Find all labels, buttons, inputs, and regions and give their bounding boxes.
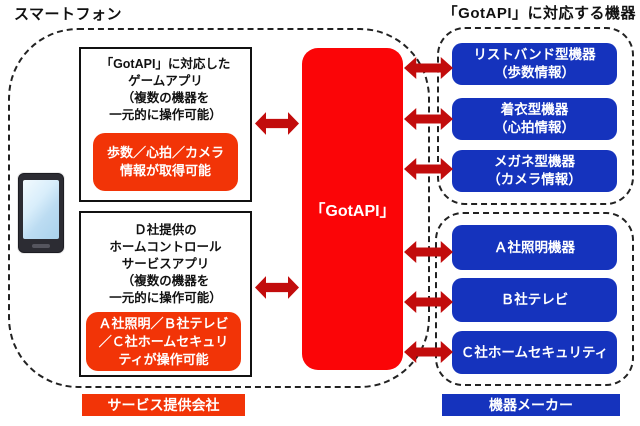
text-line: 「GotAPI」に対応した bbox=[100, 57, 231, 71]
text-line: Ａ社照明機器 bbox=[494, 239, 575, 255]
home-control-capability-badge: Ａ社照明／Ｂ社テレビ ／Ｃ社ホームセキュリ ティが操作可能 bbox=[86, 312, 241, 371]
smartphone-screen bbox=[23, 180, 59, 239]
device-box-glasses: メガネ型機器 （カメラ情報） bbox=[452, 150, 617, 192]
compatible-devices-section-title: 「GotAPI」に対応する機器 bbox=[442, 5, 636, 22]
text-line: リストバンド型機器 bbox=[473, 47, 596, 62]
gotapi-box: 「GotAPI」 bbox=[302, 48, 403, 370]
double-headed-arrow-icon bbox=[404, 106, 453, 132]
double-headed-arrow-icon bbox=[255, 274, 299, 301]
text-line: メガネ型機器 bbox=[494, 154, 575, 169]
text-line: サービスアプリ bbox=[121, 257, 210, 271]
device-maker-label: 機器メーカー bbox=[442, 394, 620, 416]
text-line: ホームコントロール bbox=[109, 240, 222, 254]
smartphone-home-button bbox=[32, 244, 50, 248]
game-app-box: 「GotAPI」に対応した ゲームアプリ （複数の機器を 一元的に操作可能） 歩… bbox=[79, 47, 252, 202]
text-line: （複数の機器を bbox=[121, 274, 210, 288]
double-headed-arrow-icon bbox=[255, 110, 299, 137]
gotapi-label: 「GotAPI」 bbox=[309, 203, 396, 220]
double-headed-arrow-icon bbox=[404, 339, 453, 365]
device-box-wristband: リストバンド型機器 （歩数情報） bbox=[452, 43, 617, 85]
double-headed-arrow-icon bbox=[404, 55, 453, 81]
text-line: 情報が取得可能 bbox=[119, 163, 211, 178]
text-line: Ｂ社テレビ bbox=[500, 292, 569, 307]
double-headed-arrow-icon bbox=[404, 239, 453, 265]
device-box-home-security: Ｃ社ホームセキュリティ bbox=[452, 331, 617, 374]
device-box-tv: Ｂ社テレビ bbox=[452, 278, 617, 322]
game-app-capability-badge: 歩数／心拍／カメラ 情報が取得可能 bbox=[93, 133, 238, 191]
text-line: 一元的に操作可能） bbox=[109, 108, 222, 122]
text-line: 着衣型機器 bbox=[500, 102, 569, 117]
text-line: Ｄ社提供の bbox=[134, 223, 197, 237]
smartphone-icon bbox=[18, 173, 64, 253]
text-line: Ａ社照明／Ｂ社テレビ bbox=[98, 315, 229, 331]
double-headed-arrow-icon bbox=[404, 289, 453, 315]
text-line: 歩数／心拍／カメラ bbox=[106, 145, 224, 160]
smartphone-group-outline bbox=[8, 28, 430, 388]
service-provider-label: サービス提供会社 bbox=[82, 394, 245, 416]
device-box-clothing: 着衣型機器 （心拍情報） bbox=[452, 98, 617, 140]
text-line: （カメラ情報） bbox=[487, 172, 582, 187]
text-line: ティが操作可能 bbox=[118, 351, 209, 367]
home-control-app-box: Ｄ社提供の ホームコントロール サービスアプリ （複数の機器を 一元的に操作可能… bbox=[79, 211, 252, 377]
text-line: ／Ｃ社ホームセキュリ bbox=[98, 333, 229, 349]
smartphone-section-title: スマートフォン bbox=[14, 6, 123, 23]
text-line: （心拍情報） bbox=[494, 120, 575, 135]
text-line: ゲームアプリ bbox=[128, 74, 203, 88]
device-box-lighting: Ａ社照明機器 bbox=[452, 225, 617, 270]
double-headed-arrow-icon bbox=[404, 156, 453, 182]
text-line: （複数の機器を bbox=[121, 91, 210, 105]
text-line: 一元的に操作可能） bbox=[109, 291, 222, 305]
text-line: （歩数情報） bbox=[494, 65, 575, 80]
text-line: Ｃ社ホームセキュリティ bbox=[460, 344, 609, 360]
